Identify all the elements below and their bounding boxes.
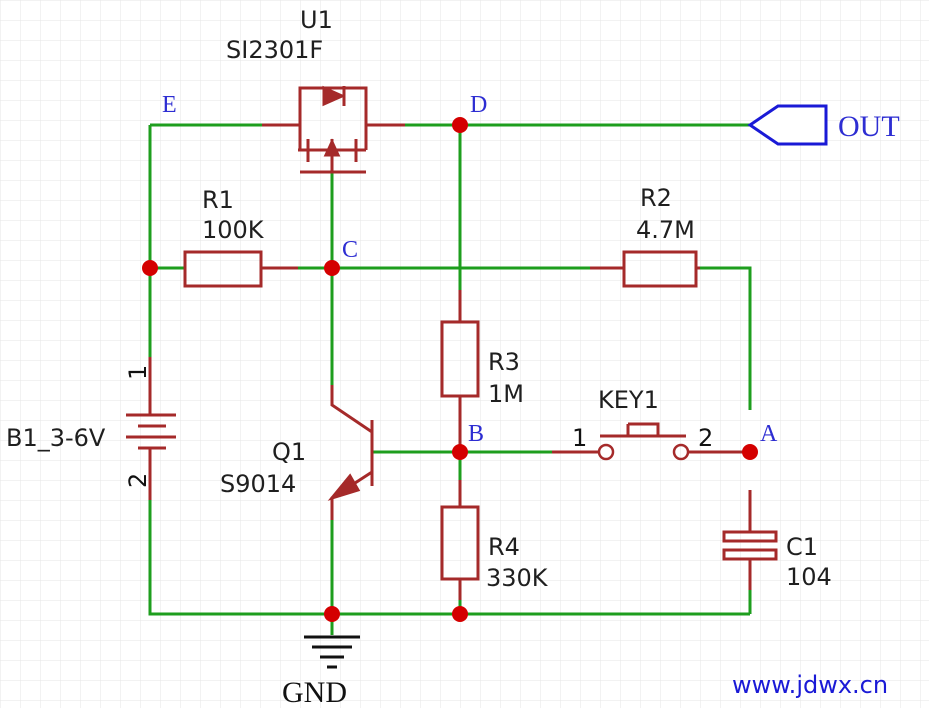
mosfet-u1: [262, 85, 405, 174]
junction-e: [142, 260, 158, 276]
u1-ref: U1: [300, 6, 333, 34]
battery-b1: [126, 357, 176, 500]
r2-value: 4.7M: [636, 216, 695, 244]
node-label-a: A: [760, 421, 778, 447]
junction-b: [452, 444, 468, 460]
transistor-q1: [327, 385, 374, 520]
junction-c: [324, 260, 340, 276]
wire-r2-a: [700, 266, 752, 410]
c1-value: 104: [786, 563, 832, 591]
q1-value: S9014: [220, 470, 296, 498]
junction-gnd-left: [324, 606, 340, 622]
b1-pin2: 2: [124, 473, 152, 488]
node-label-e: E: [162, 92, 177, 118]
node-label-b: B: [468, 421, 484, 447]
r3-value: 1M: [488, 380, 524, 408]
out-port: OUT: [747, 104, 900, 146]
junction-a: [742, 444, 758, 460]
r4-value: 330K: [486, 564, 549, 592]
key1-ref: KEY1: [598, 386, 659, 414]
wire-bottom-left: [148, 500, 750, 616]
r4-ref: R4: [488, 533, 520, 561]
watermark: www.jdwx.cn: [732, 671, 888, 699]
pushbutton-key1: [552, 422, 750, 461]
out-port-label: OUT: [838, 110, 900, 143]
b1-pin1: 1: [124, 365, 152, 380]
node-label-c: C: [342, 237, 358, 263]
capacitor-c1: [722, 490, 778, 590]
node-label-d: D: [470, 92, 487, 118]
ground-symbol: [304, 635, 360, 669]
junctions: [142, 117, 758, 622]
c1-ref: C1: [786, 533, 818, 561]
junction-gnd-mid: [452, 606, 468, 622]
key1-pin1: 1: [572, 424, 587, 452]
r2-ref: R2: [640, 184, 672, 212]
u1-value: SI2301F: [226, 36, 323, 64]
b1-ref: B1_3-6V: [6, 424, 106, 452]
r1-value: 100K: [202, 216, 265, 244]
r3-ref: R3: [488, 348, 520, 376]
r1-ref: R1: [202, 186, 234, 214]
q1-ref: Q1: [272, 438, 306, 466]
junction-d: [452, 117, 468, 133]
key1-pin2: 2: [698, 424, 713, 452]
gnd-label: GND: [282, 676, 347, 708]
components: [126, 85, 778, 600]
